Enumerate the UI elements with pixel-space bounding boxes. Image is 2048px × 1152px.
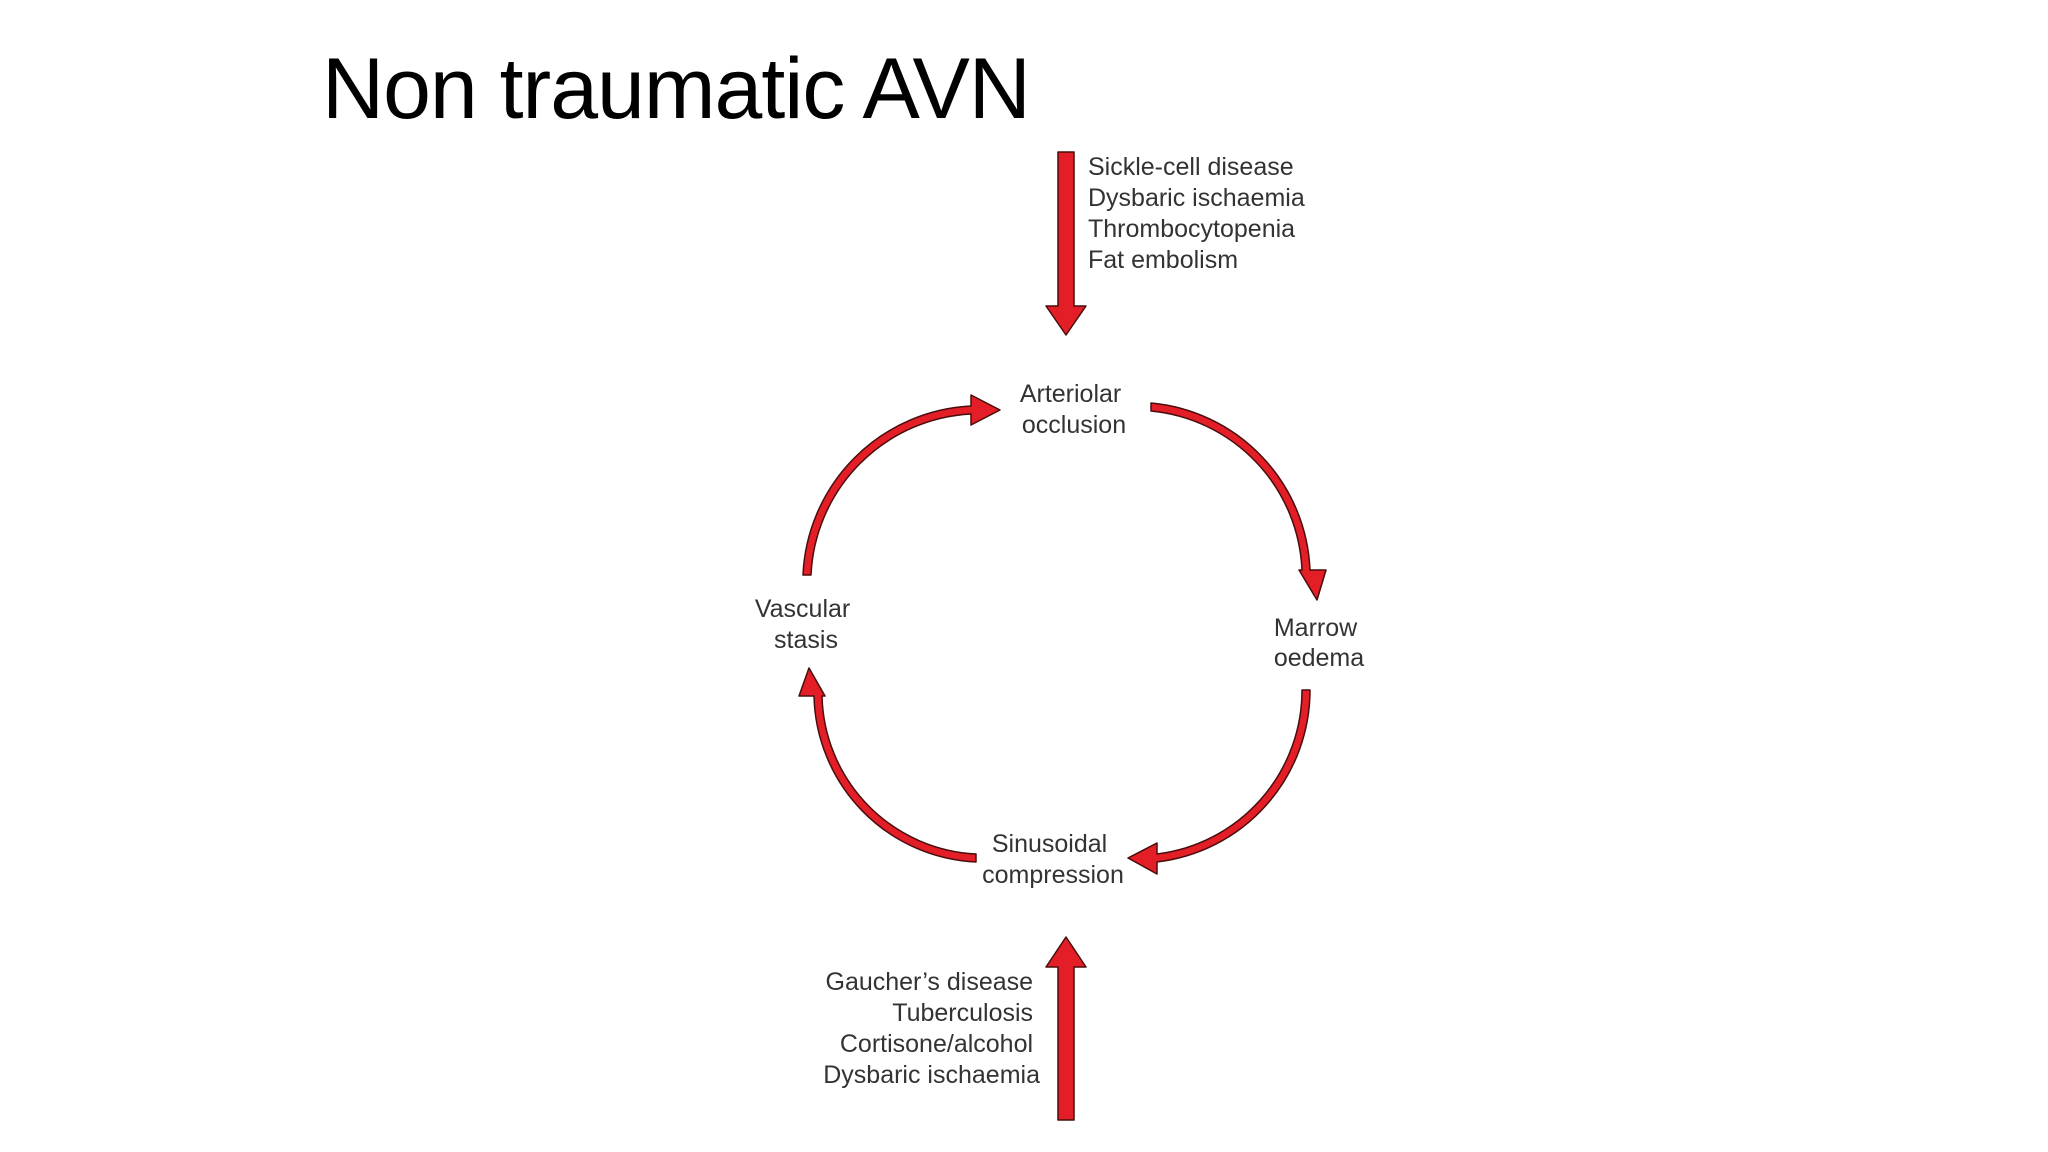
- node-vascular-line-1: Vascular: [755, 595, 850, 623]
- top-cause-item: Dysbaric ischaemia: [1088, 184, 1305, 212]
- bottom-causes-list: Gaucher’s disease Tuberculosis Cortisone…: [823, 968, 1040, 1089]
- bottom-cause-item: Gaucher’s disease: [826, 968, 1034, 996]
- top-causes-arrow: [1045, 151, 1087, 336]
- node-arteriolar-line-1: Arteriolar: [1020, 380, 1121, 408]
- node-arteriolar-occlusion: Arteriolar occlusion: [1020, 380, 1128, 439]
- node-vascular-line-2: stasis: [774, 626, 838, 654]
- node-marrow-line-2: oedema: [1274, 644, 1364, 672]
- node-vascular-stasis: Vascular stasis: [755, 595, 857, 654]
- node-arteriolar-line-2: occlusion: [1022, 411, 1126, 439]
- cycle-arrow-oedema-to-compression: [1127, 689, 1311, 875]
- node-sinusoidal-compression: Sinusoidal compression: [982, 830, 1124, 889]
- node-marrow-oedema: Marrow oedema: [1274, 614, 1364, 672]
- slide-title: Non traumatic AVN: [322, 41, 1031, 137]
- top-cause-item: Thrombocytopenia: [1088, 215, 1295, 243]
- bottom-cause-item: Dysbaric ischaemia: [823, 1061, 1040, 1089]
- cycle-arrow-occlusion-to-oedema: [1150, 402, 1327, 601]
- bottom-cause-item: Tuberculosis: [892, 999, 1033, 1027]
- top-causes-list: Sickle-cell disease Dysbaric ischaemia T…: [1088, 153, 1312, 274]
- bottom-cause-item: Cortisone/alcohol: [840, 1030, 1033, 1058]
- node-marrow-line-1: Marrow: [1274, 614, 1358, 642]
- node-sinusoidal-line-2: compression: [982, 861, 1124, 889]
- top-cause-item: Sickle-cell disease: [1088, 153, 1294, 181]
- bottom-causes-arrow: [1045, 936, 1087, 1121]
- top-cause-item: Fat embolism: [1088, 246, 1238, 274]
- node-sinusoidal-line-1: Sinusoidal: [992, 830, 1107, 858]
- cycle-arrow-stasis-to-occlusion: [802, 394, 1001, 576]
- cycle-arrow-compression-to-stasis: [798, 667, 977, 863]
